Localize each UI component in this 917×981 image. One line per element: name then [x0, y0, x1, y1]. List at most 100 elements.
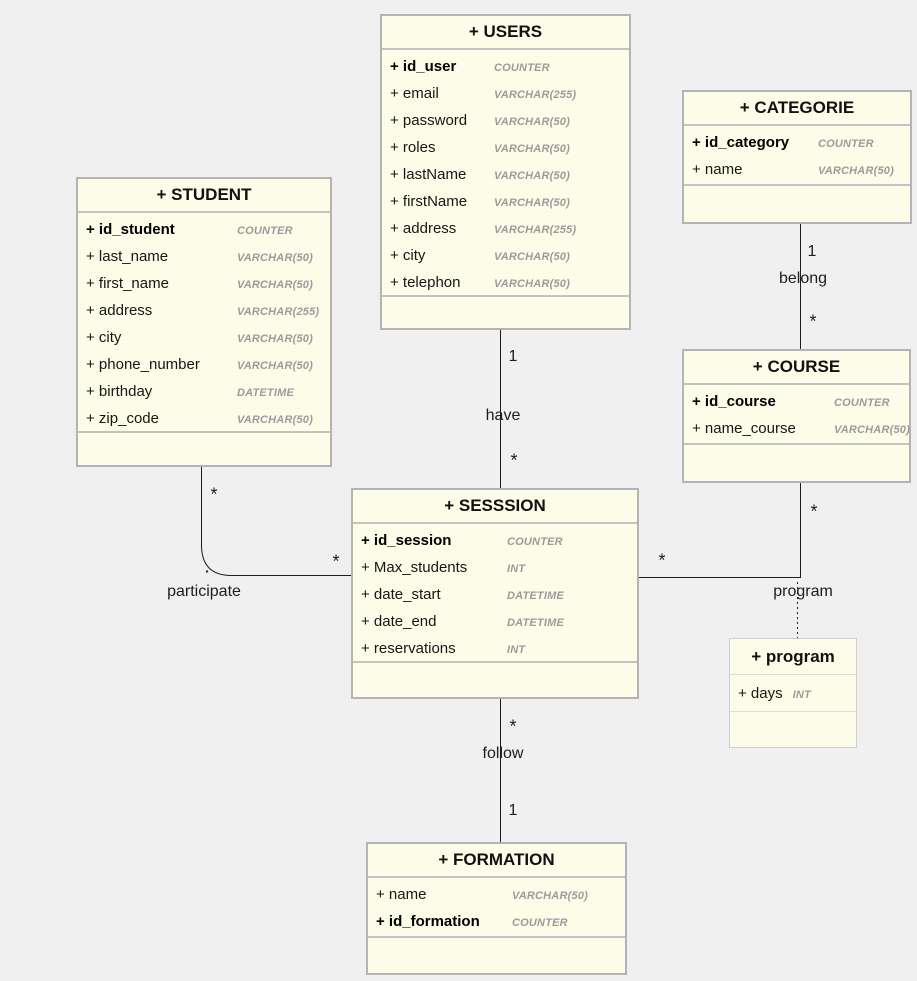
attribute-type: VARCHAR(50) — [237, 414, 313, 426]
attribute-name: + id_student — [86, 221, 175, 238]
attribute-type: VARCHAR(50) — [818, 165, 894, 177]
attribute-row[interactable]: + email VARCHAR(255) — [382, 80, 629, 107]
relationship-label-have[interactable]: have — [485, 407, 521, 424]
entity-categorie-methods-section — [684, 186, 910, 222]
cardinality-participate-sesssion[interactable]: * — [332, 551, 340, 572]
entity-users-header[interactable]: + USERS — [382, 16, 629, 50]
cardinality-have-sesssion[interactable]: * — [510, 450, 518, 471]
cardinality-participate-student[interactable]: * — [210, 484, 218, 505]
attribute-row[interactable]: + days INT — [730, 680, 856, 707]
attribute-name: + id_course — [692, 393, 776, 410]
relationship-label-follow[interactable]: follow — [482, 745, 524, 762]
attribute-name: + id_user — [390, 58, 457, 75]
attribute-name: + id_session — [361, 532, 452, 549]
attribute-row[interactable]: + address VARCHAR(255) — [78, 297, 330, 324]
association-class-program-title: + program — [751, 646, 835, 666]
cardinality-program-sesssion[interactable]: * — [658, 550, 666, 571]
cardinality-follow-sesssion[interactable]: * — [509, 716, 517, 737]
entity-course-header[interactable]: + COURSE — [684, 351, 909, 385]
attribute-row[interactable]: + id_formation COUNTER — [368, 908, 625, 935]
entity-formation-header[interactable]: + FORMATION — [368, 844, 625, 878]
cardinality-belong-categorie[interactable]: 1 — [807, 243, 817, 260]
relationship-label-participate[interactable]: participate — [167, 583, 241, 600]
attribute-row[interactable]: + id_course COUNTER — [684, 388, 909, 415]
attribute-row[interactable]: + roles VARCHAR(50) — [382, 134, 629, 161]
attribute-type: INT — [507, 563, 526, 575]
attribute-row[interactable]: + name VARCHAR(50) — [684, 156, 910, 183]
attribute-name: + date_end — [361, 613, 437, 630]
attribute-row[interactable]: + name_course VARCHAR(50) — [684, 415, 910, 442]
attribute-row[interactable]: + Max_students INT — [353, 554, 637, 581]
attribute-row[interactable]: + id_student COUNTER — [78, 216, 330, 243]
cardinality-follow-formation[interactable]: 1 — [508, 802, 518, 819]
entity-users[interactable]: + USERS + id_user COUNTER + email VARCHA… — [380, 14, 631, 330]
attribute-row[interactable]: + phone_number VARCHAR(50) — [78, 351, 330, 378]
entity-users-title: + USERS — [468, 22, 543, 41]
attribute-row[interactable]: + city VARCHAR(50) — [78, 324, 330, 351]
entity-sesssion-header[interactable]: + SESSSION — [353, 490, 637, 524]
attribute-type: INT — [792, 689, 811, 701]
attribute-name: + city — [86, 329, 122, 346]
entity-formation[interactable]: + FORMATION + name VARCHAR(50) + id_form… — [366, 842, 627, 975]
attribute-name: + firstName — [390, 193, 468, 210]
entity-categorie-header[interactable]: + CATEGORIE — [684, 92, 910, 126]
attribute-type: VARCHAR(50) — [834, 424, 910, 436]
attribute-row[interactable]: + zip_code VARCHAR(50) — [78, 405, 330, 432]
attribute-row[interactable]: + first_name VARCHAR(50) — [78, 270, 330, 297]
attribute-row[interactable]: + date_start DATETIME — [353, 581, 637, 608]
entity-course-methods-section — [684, 445, 909, 481]
attribute-type: VARCHAR(50) — [512, 890, 588, 902]
attribute-type: VARCHAR(50) — [237, 333, 313, 345]
entity-course[interactable]: + COURSE + id_course COUNTER + name_cour… — [682, 349, 911, 483]
cardinality-have-users[interactable]: 1 — [508, 348, 518, 365]
attribute-name: + reservations — [361, 640, 456, 657]
association-class-program-header[interactable]: + program — [730, 639, 856, 675]
attribute-name: + lastName — [390, 166, 467, 183]
attribute-name: + birthday — [86, 383, 153, 400]
attribute-row[interactable]: + address VARCHAR(255) — [382, 215, 629, 242]
connector-student-sesssion[interactable] — [201, 467, 352, 576]
attribute-row[interactable]: + reservations INT — [353, 635, 637, 662]
cardinality-belong-course[interactable]: * — [809, 311, 817, 332]
attribute-row[interactable]: + id_category COUNTER — [684, 129, 910, 156]
entity-formation-methods-section — [368, 938, 625, 973]
attribute-row[interactable]: + lastName VARCHAR(50) — [382, 161, 629, 188]
association-class-program-methods-section — [730, 712, 856, 747]
association-class-program[interactable]: + program + days INT — [729, 638, 857, 748]
attribute-row[interactable]: + date_end DATETIME — [353, 608, 637, 635]
attribute-name: + date_start — [361, 586, 441, 603]
attribute-row[interactable]: + city VARCHAR(50) — [382, 242, 629, 269]
attribute-row[interactable]: + password VARCHAR(50) — [382, 107, 629, 134]
relationship-label-belong[interactable]: belong — [778, 270, 828, 287]
attribute-row[interactable]: + last_name VARCHAR(50) — [78, 243, 330, 270]
attribute-type: VARCHAR(50) — [494, 170, 570, 182]
attribute-row[interactable]: + name VARCHAR(50) — [368, 881, 625, 908]
entity-categorie[interactable]: + CATEGORIE + id_category COUNTER + name… — [682, 90, 912, 224]
attribute-type: VARCHAR(50) — [494, 116, 570, 128]
relationship-label-program[interactable]: program — [773, 583, 833, 600]
attribute-row[interactable]: + id_user COUNTER — [382, 53, 629, 80]
attribute-type: DATETIME — [507, 617, 565, 629]
attribute-type: VARCHAR(50) — [237, 360, 313, 372]
entity-student-attributes: + id_student COUNTER + last_name VARCHAR… — [78, 213, 330, 433]
attribute-type: VARCHAR(50) — [494, 278, 570, 290]
attribute-row[interactable]: + birthday DATETIME — [78, 378, 330, 405]
attribute-name: + Max_students — [361, 559, 468, 576]
entity-sesssion[interactable]: + SESSSION + id_session COUNTER + Max_st… — [351, 488, 639, 699]
attribute-row[interactable]: + id_session COUNTER — [353, 527, 637, 554]
attribute-type: COUNTER — [834, 397, 890, 409]
attribute-name: + days — [738, 685, 783, 702]
attribute-name: + address — [86, 302, 153, 319]
entity-users-methods-section — [382, 297, 629, 328]
attribute-type: VARCHAR(255) — [494, 89, 577, 101]
cardinality-program-course[interactable]: * — [810, 501, 818, 522]
entity-student[interactable]: + STUDENT + id_student COUNTER + last_na… — [76, 177, 332, 467]
attribute-type: COUNTER — [494, 62, 550, 74]
attribute-type: DATETIME — [507, 590, 565, 602]
entity-student-header[interactable]: + STUDENT — [78, 179, 330, 213]
attribute-row[interactable]: + firstName VARCHAR(50) — [382, 188, 629, 215]
association-class-program-attributes: + days INT — [730, 675, 856, 712]
attribute-type: VARCHAR(255) — [237, 306, 320, 318]
attribute-name: + phone_number — [86, 356, 200, 373]
attribute-row[interactable]: + telephon VARCHAR(50) — [382, 269, 629, 296]
